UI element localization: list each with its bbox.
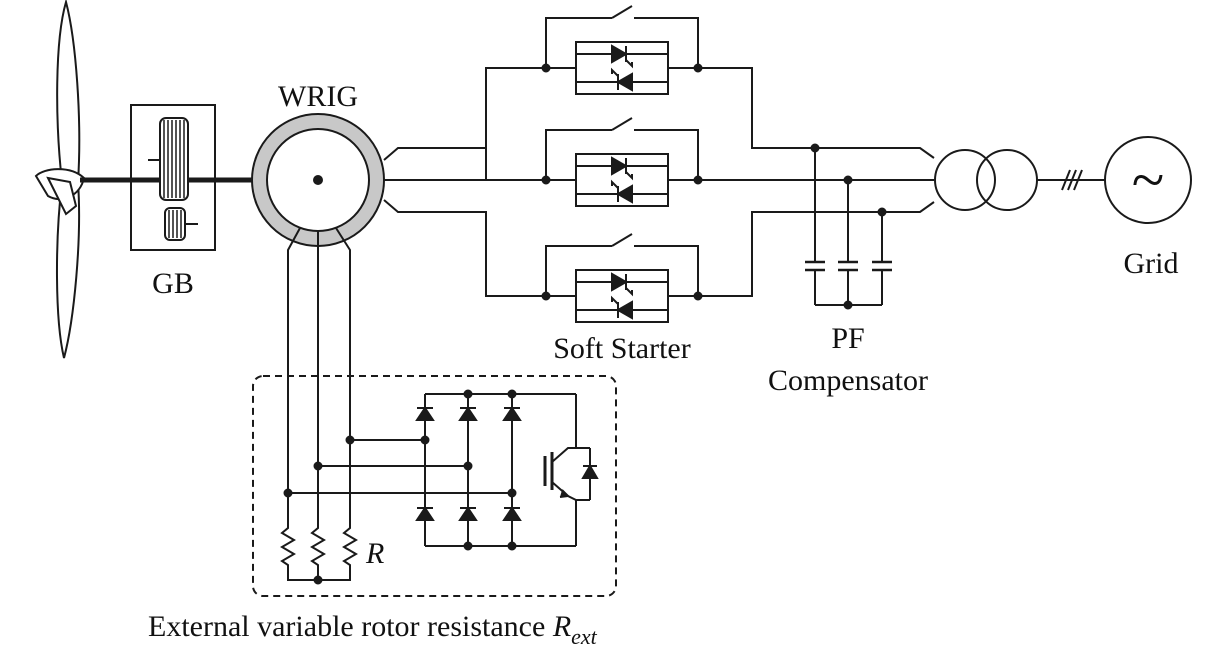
caption-main: External variable rotor resistance <box>148 610 553 643</box>
transformer-icon <box>934 149 1105 211</box>
compensator-label: Compensator <box>768 364 928 397</box>
bypass-wire <box>545 129 612 180</box>
caption-subscript: ext <box>571 624 598 649</box>
bypass-wire <box>634 245 699 296</box>
diode-icon <box>415 506 435 521</box>
wrig-label: WRIG <box>278 80 358 113</box>
diode-icon <box>415 406 435 421</box>
wrig-generator <box>251 113 385 247</box>
pf-compensator <box>805 143 892 310</box>
soft-starter <box>541 5 703 323</box>
junction-dot <box>541 291 551 301</box>
thyristor-gate <box>625 287 633 297</box>
thyristor-pair-box <box>575 41 669 95</box>
thyristor-pair-box <box>575 269 669 323</box>
bypass-wire <box>634 17 699 68</box>
grid-source-icon: ~ <box>1104 136 1192 224</box>
bypass-wire <box>545 245 612 296</box>
gearbox-block <box>130 104 318 251</box>
caption: External variable rotor resistance Rext <box>148 610 598 649</box>
thyristor-pair-box <box>575 153 669 207</box>
diode-bridge-rectifier <box>415 389 522 551</box>
junction-dot <box>541 63 551 73</box>
thyristor-gate <box>611 67 619 77</box>
bypass-switch-icon <box>611 117 633 131</box>
resistor-label: R <box>365 537 384 570</box>
thyristor-gate <box>611 295 619 305</box>
external-resistance-box <box>252 375 617 597</box>
junction-dot <box>507 488 517 498</box>
diode-icon <box>502 506 522 521</box>
junction-dot <box>463 461 473 471</box>
bypass-wire <box>634 129 699 180</box>
thyristor-gate <box>625 59 633 69</box>
diode-icon <box>502 406 522 421</box>
thyristor-gate <box>611 179 619 189</box>
grid-symbol: ~ <box>1132 147 1164 213</box>
stator-feeders <box>383 67 546 297</box>
caption-symbol: R <box>552 610 571 643</box>
turbine-rotor-icon <box>34 0 132 359</box>
grid-label: Grid <box>1124 247 1179 280</box>
bypass-wire <box>545 17 612 68</box>
bypass-switch-icon <box>611 233 633 247</box>
soft-starter-label: Soft Starter <box>553 332 690 365</box>
junction-dot <box>541 175 551 185</box>
junction-dot <box>420 435 430 445</box>
diode-icon <box>458 506 478 521</box>
bypass-switch-icon <box>611 5 633 19</box>
pf-label: PF <box>831 322 864 355</box>
thyristor-gate <box>625 171 633 181</box>
gearbox-label: GB <box>152 267 194 300</box>
rotor-lines <box>283 227 512 524</box>
igbt-chopper-icon <box>425 393 599 547</box>
diode-icon <box>458 406 478 421</box>
